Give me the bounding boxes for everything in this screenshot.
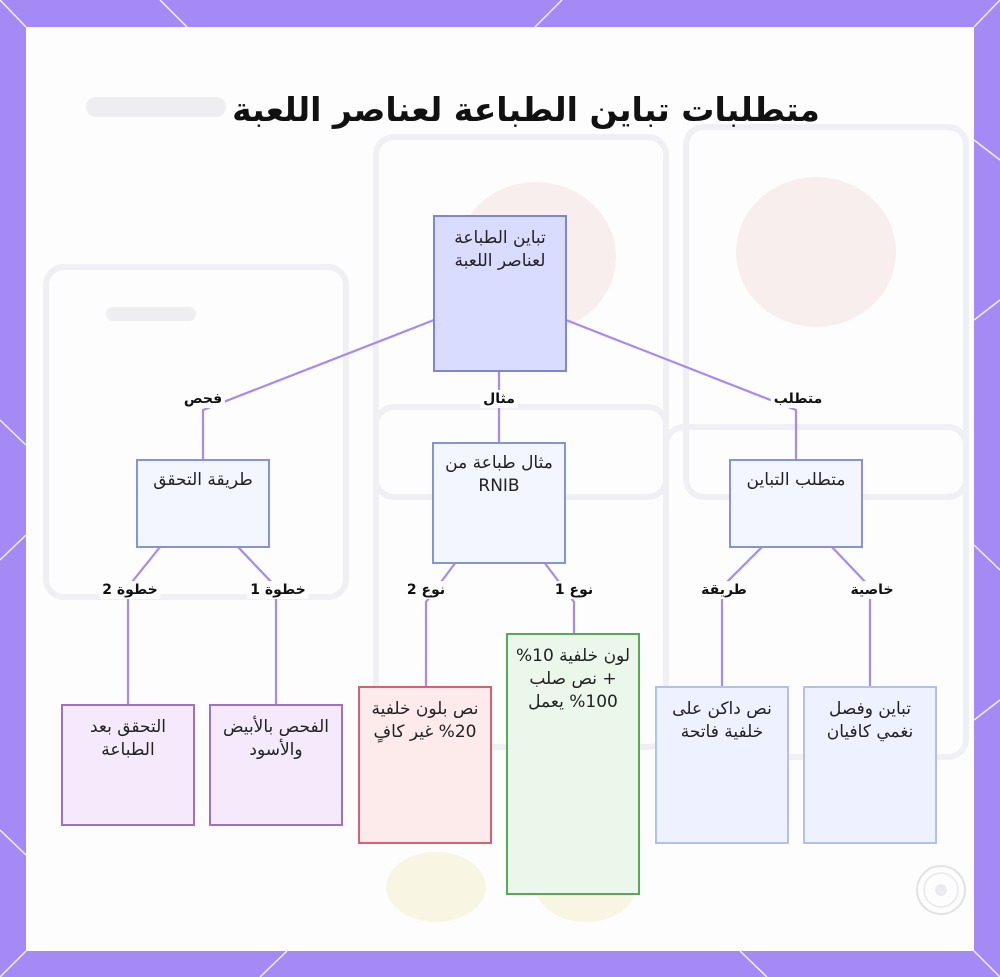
node-dark-light: نص داكن على خلفية فاتحة — [655, 686, 789, 844]
node-method: طريقة التحقق — [136, 459, 270, 548]
edge-label-property: خاصية — [847, 581, 897, 599]
node-bw-check: الفحص بالأبيض والأسود — [209, 704, 343, 826]
edge-root-requirement — [565, 318, 798, 459]
node-root: تباين الطباعة لعناصر اللعبة — [433, 215, 567, 372]
edge-method-check-after — [126, 546, 161, 704]
node-root-label: تباين الطباعة لعناصر اللعبة — [454, 228, 546, 271]
node-requirement-label: متطلب التباين — [746, 470, 846, 490]
edge-label-method: طريقة — [698, 581, 750, 599]
node-good-text-label: لون خلفية 10% + نص صلب 100% يعمل — [515, 646, 631, 712]
node-check-after-label: التحقق بعد الطباعة — [89, 717, 167, 760]
edge-label-step2: خطوة 2 — [99, 581, 161, 599]
edge-label-requirement: متطلب — [770, 390, 826, 408]
node-dark-light-label: نص داكن على خلفية فاتحة — [672, 699, 772, 742]
edge-example-bad — [424, 561, 457, 686]
edge-req-darklight — [720, 546, 763, 686]
node-check-after: التحقق بعد الطباعة — [61, 704, 195, 826]
diagram-panel: متطلبات تباين الطباعة لعناصر اللعبة تباي… — [26, 27, 974, 951]
node-bad-text: نص بلون خلفية 20% غير كافٍ — [358, 686, 492, 844]
node-bw-check-label: الفحص بالأبيض والأسود — [222, 717, 329, 760]
node-good-text: لون خلفية 10% + نص صلب 100% يعمل — [506, 633, 640, 895]
node-example: مثال طباعة من RNIB — [432, 442, 566, 564]
edge-label-type2: نوع 2 — [403, 581, 449, 599]
node-requirement: متطلب التباين — [729, 459, 863, 548]
edge-label-type1: نوع 1 — [551, 581, 597, 599]
node-tonal-label: تباين وفصل نغمي كافيان — [826, 699, 914, 742]
node-tonal: تباين وفصل نغمي كافيان — [803, 686, 937, 844]
edge-label-check: فحص — [180, 390, 226, 408]
watermark-badge — [916, 865, 966, 915]
edge-method-bw — [237, 546, 278, 704]
node-bad-text-label: نص بلون خلفية 20% غير كافٍ — [371, 699, 479, 742]
edge-example-good — [543, 561, 576, 633]
edge-label-step1: خطوة 1 — [247, 581, 309, 599]
diagram-title: متطلبات تباين الطباعة لعناصر اللعبة — [232, 90, 820, 129]
edge-label-example: مثال — [480, 390, 518, 408]
node-example-label: مثال طباعة من RNIB — [445, 453, 553, 496]
node-method-label: طريقة التحقق — [153, 470, 253, 490]
edge-root-method — [201, 318, 435, 459]
edge-req-tonal — [831, 546, 872, 686]
